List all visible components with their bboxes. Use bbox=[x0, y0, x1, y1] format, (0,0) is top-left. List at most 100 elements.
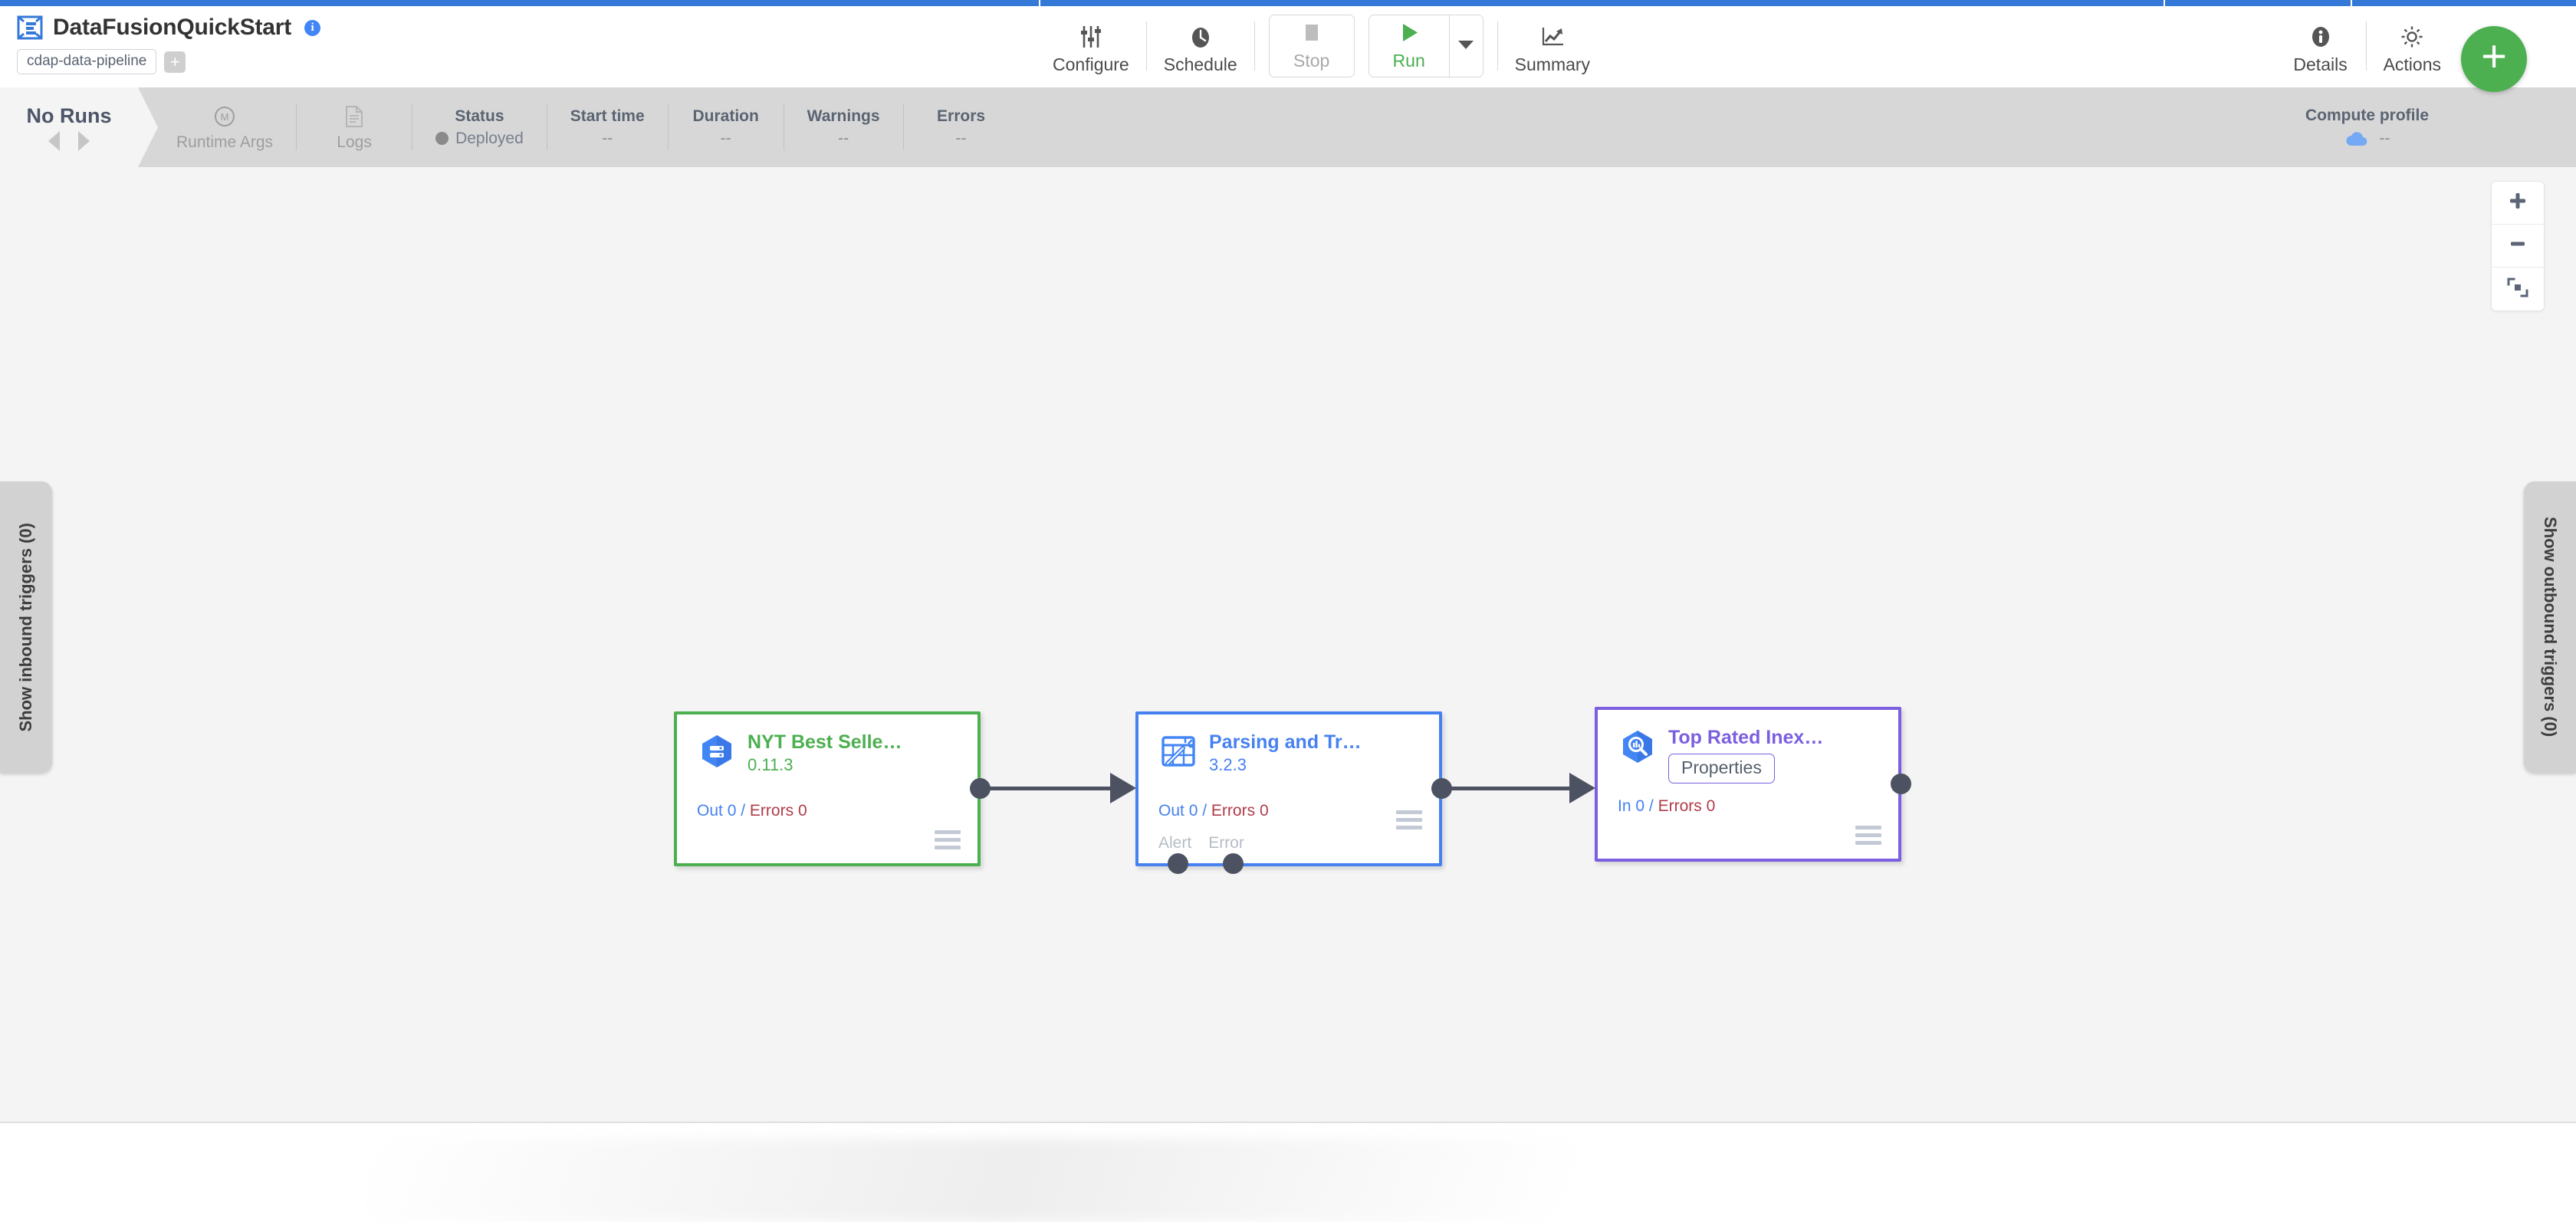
pipeline-node-source[interactable]: NYT Best Selle… 0.11.3 Out 0 / Errors 0 bbox=[674, 711, 981, 866]
plus-icon: + bbox=[2481, 31, 2507, 81]
page-title: DataFusionQuickStart bbox=[53, 15, 292, 40]
top-accent-bar bbox=[0, 0, 2576, 6]
runtime-args-button[interactable]: M Runtime Args bbox=[153, 87, 296, 167]
node-title: Parsing and Tr… bbox=[1209, 731, 1362, 753]
node-metric-separator: / bbox=[741, 802, 746, 820]
duration-cell: Duration -- bbox=[669, 87, 784, 167]
run-button-group: Run bbox=[1368, 15, 1484, 77]
node-errors-value: 0 bbox=[1259, 802, 1269, 820]
zoom-out-button[interactable] bbox=[2492, 225, 2544, 268]
errors-cell: Errors -- bbox=[904, 87, 1019, 167]
zoom-in-button[interactable] bbox=[2492, 182, 2544, 225]
hamburger-menu-icon[interactable] bbox=[935, 830, 961, 849]
status-header: Status bbox=[455, 107, 504, 125]
fit-to-screen-button[interactable] bbox=[2492, 268, 2544, 310]
warnings-cell: Warnings -- bbox=[784, 87, 903, 167]
node-metric-separator: / bbox=[1648, 797, 1654, 815]
bigquery-sink-icon bbox=[1618, 727, 1658, 767]
runs-selector[interactable]: No Runs bbox=[0, 87, 158, 167]
node-error-port[interactable] bbox=[1223, 853, 1244, 874]
node-out-value: 0 bbox=[727, 802, 737, 820]
gear-icon bbox=[2399, 22, 2425, 51]
node-alert-port[interactable] bbox=[1168, 853, 1188, 874]
metrics-cells: M Runtime Args Logs Status bbox=[153, 87, 1019, 167]
schedule-button[interactable]: Schedule bbox=[1150, 8, 1251, 84]
play-triangle-icon bbox=[1398, 21, 1421, 48]
add-tag-button[interactable]: + bbox=[164, 51, 186, 73]
line-chart-icon bbox=[1539, 22, 1566, 51]
node-title: Top Rated Inex… bbox=[1668, 727, 1824, 748]
toolbar-divider bbox=[1497, 21, 1498, 71]
node-properties-badge[interactable]: Properties bbox=[1668, 754, 1775, 783]
app-header: DataFusionQuickStart i cdap-data-pipelin… bbox=[0, 6, 2576, 92]
svg-text:M: M bbox=[221, 111, 229, 123]
status-value: Deployed bbox=[455, 129, 524, 147]
node-output-port[interactable] bbox=[1891, 774, 1911, 794]
node-alert-port-label: Alert bbox=[1158, 834, 1192, 852]
gcs-source-icon bbox=[697, 731, 737, 771]
run-dropdown-button[interactable] bbox=[1448, 15, 1483, 77]
zoom-controls bbox=[2491, 181, 2545, 311]
caret-down-icon bbox=[1458, 39, 1474, 54]
triangle-left-icon[interactable] bbox=[48, 130, 60, 151]
node-metric-separator: / bbox=[1202, 802, 1208, 820]
status-dot-icon bbox=[435, 132, 449, 145]
run-metrics-bar: No Runs M Runtime Args bbox=[0, 87, 2576, 167]
outbound-triggers-tab[interactable]: Show outbound triggers (0) bbox=[2524, 481, 2576, 773]
pipeline-canvas[interactable]: Show inbound triggers (0) Show outbound … bbox=[0, 167, 2576, 1122]
connector-line bbox=[1441, 787, 1589, 790]
pipeline-node-transform[interactable]: Parsing and Tr… 3.2.3 Out 0 / Errors 0 A… bbox=[1135, 711, 1442, 866]
node-output-port[interactable] bbox=[970, 778, 991, 799]
app-footer bbox=[0, 1122, 2576, 1222]
pipeline-node-sink[interactable]: Top Rated Inex… Properties In 0 / Errors… bbox=[1595, 707, 1901, 862]
stop-button[interactable]: Stop bbox=[1268, 15, 1355, 77]
duration-value: -- bbox=[720, 129, 731, 147]
start-time-cell: Start time -- bbox=[547, 87, 668, 167]
run-button[interactable]: Run bbox=[1369, 15, 1449, 77]
hamburger-menu-icon[interactable] bbox=[1855, 826, 1881, 845]
runtime-args-label: Runtime Args bbox=[176, 133, 274, 151]
node-metrics: Out 0 / Errors 0 bbox=[697, 802, 807, 820]
node-errors-label: Errors bbox=[1211, 802, 1256, 820]
add-plugin-fab[interactable]: + bbox=[2461, 26, 2527, 92]
node-in-value: 0 bbox=[1635, 797, 1645, 815]
node-version: 0.11.3 bbox=[748, 755, 794, 774]
actions-button[interactable]: Actions bbox=[2370, 8, 2455, 84]
pipeline-logo-icon bbox=[17, 15, 43, 41]
logs-button[interactable]: Logs bbox=[297, 87, 412, 167]
info-icon[interactable]: i bbox=[304, 19, 321, 36]
node-errors-label: Errors bbox=[749, 802, 794, 820]
connector-arrow-icon bbox=[1569, 773, 1595, 803]
inbound-triggers-tab[interactable]: Show inbound triggers (0) bbox=[0, 481, 52, 773]
details-button[interactable]: Details bbox=[2279, 8, 2363, 84]
configure-label: Configure bbox=[1053, 54, 1129, 74]
toolbar-divider bbox=[2365, 21, 2367, 71]
info-circle-icon bbox=[2308, 22, 2334, 51]
warnings-header: Warnings bbox=[807, 107, 880, 125]
status-cell: Status Deployed bbox=[412, 87, 547, 167]
node-title: NYT Best Selle… bbox=[748, 731, 902, 753]
compute-profile-cell[interactable]: Compute profile -- bbox=[2305, 87, 2429, 167]
summary-button[interactable]: Summary bbox=[1501, 8, 1604, 84]
logs-label: Logs bbox=[337, 133, 372, 151]
fit-to-screen-icon bbox=[2506, 276, 2529, 303]
connector-arrow-icon bbox=[1110, 773, 1136, 803]
node-port-labels: Alert Error bbox=[1158, 834, 1244, 852]
wrangler-transform-icon bbox=[1158, 731, 1198, 771]
duration-header: Duration bbox=[692, 107, 759, 125]
node-error-port-label: Error bbox=[1208, 834, 1244, 852]
node-output-port[interactable] bbox=[1431, 778, 1452, 799]
summary-label: Summary bbox=[1514, 54, 1591, 74]
artifact-type-chip[interactable]: cdap-data-pipeline bbox=[17, 49, 157, 74]
node-metrics: Out 0 / Errors 0 bbox=[1158, 802, 1269, 820]
configure-button[interactable]: Configure bbox=[1039, 8, 1143, 84]
triangle-right-icon[interactable] bbox=[78, 130, 90, 151]
toolbar-divider bbox=[1145, 21, 1147, 71]
actions-label: Actions bbox=[2383, 54, 2441, 74]
node-version: 3.2.3 bbox=[1209, 755, 1247, 774]
hamburger-menu-icon[interactable] bbox=[1396, 810, 1422, 829]
header-toolbar-right: Details Actions bbox=[2279, 8, 2455, 84]
connector-line bbox=[980, 787, 1130, 790]
start-time-header: Start time bbox=[570, 107, 645, 125]
node-metrics: In 0 / Errors 0 bbox=[1618, 797, 1715, 816]
